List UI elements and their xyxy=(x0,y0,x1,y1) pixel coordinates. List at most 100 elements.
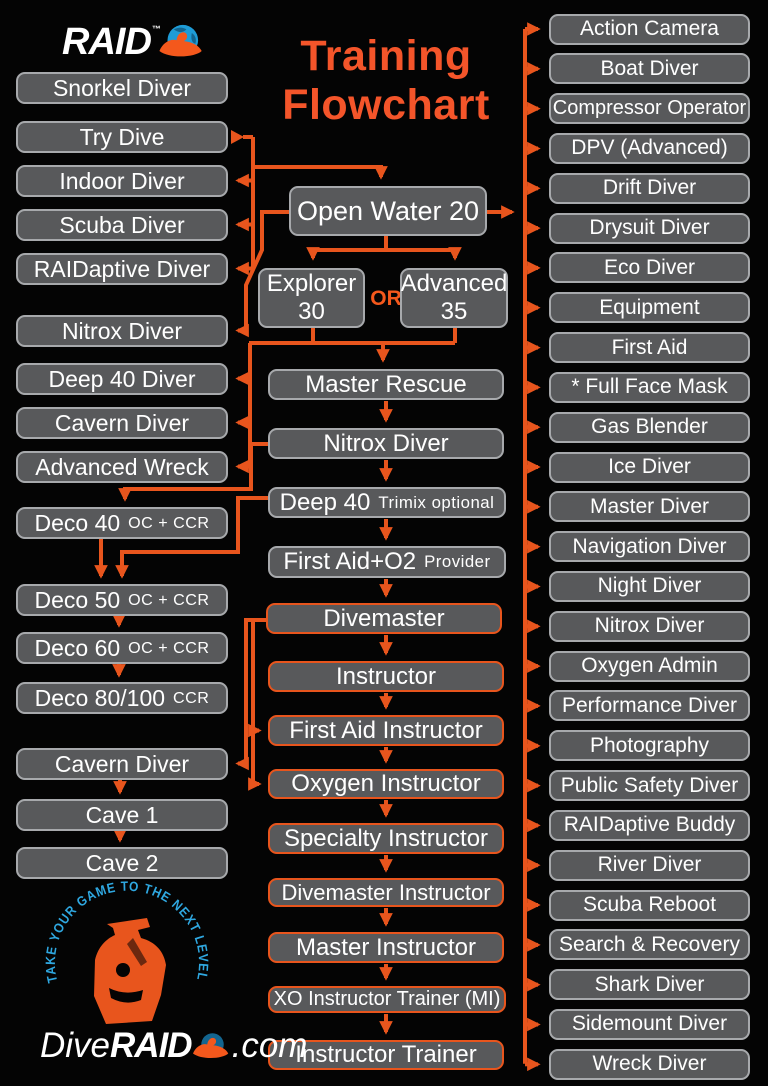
node-master-diver: Master Diver xyxy=(549,491,750,523)
node-indoor-diver: Indoor Diver xyxy=(16,165,228,197)
title-line-2: Flowchart xyxy=(282,80,490,129)
try-dive-out-arrowhead xyxy=(231,130,244,144)
node-label: Action Camera xyxy=(580,16,719,40)
node-sidemount-diver: Sidemount Diver xyxy=(549,1009,750,1040)
site-prefix: Dive xyxy=(40,1026,111,1065)
node-label: Drysuit Diver xyxy=(589,216,710,240)
node-cave-2: Cave 2 xyxy=(16,847,228,879)
node-nitrox-diver: Nitrox Diver xyxy=(16,315,228,347)
node-oxygen-admin: Oxygen Admin xyxy=(549,650,750,682)
node-label: River Diver xyxy=(597,853,702,877)
diver-silhouette xyxy=(94,918,166,1024)
node-label: * Full Face Mask xyxy=(571,375,728,399)
node-snorkel-diver: Snorkel Diver xyxy=(16,72,228,104)
node-sublabel: OC + CCR xyxy=(128,638,210,657)
node-divemaster: Divemaster xyxy=(266,603,502,634)
node-drysuit-diver: Drysuit Diver xyxy=(549,212,750,244)
node-xo-instructor-trainer-mi: XO Instructor Trainer (MI) xyxy=(268,986,506,1013)
node-oxygen-instructor: Oxygen Instructor xyxy=(268,769,504,799)
node-photography: Photography xyxy=(549,730,750,762)
node-label: RAIDaptive Buddy xyxy=(563,813,736,837)
node-instructor-trainer: Instructor Trainer xyxy=(268,1040,504,1070)
node-gas-blender: Gas Blender xyxy=(549,411,750,443)
node-cavern-diver: Cavern Diver xyxy=(16,407,228,439)
node-sublabel: CCR xyxy=(173,688,210,707)
node-cavern-diver: Cavern Diver xyxy=(16,748,228,780)
node-label: Nitrox Diver xyxy=(61,317,183,344)
node-scuba-reboot: Scuba Reboot xyxy=(549,889,750,921)
node-shark-diver: Shark Diver xyxy=(549,969,750,1001)
node-label: Deco 80/100 xyxy=(34,684,166,711)
node-sublabel: OC + CCR xyxy=(128,590,210,609)
node-label: Search & Recovery xyxy=(559,932,740,956)
node-label: Deep 40 xyxy=(279,488,371,516)
node-full-face-mask: * Full Face Mask xyxy=(549,371,750,403)
node-river-diver: River Diver xyxy=(549,849,750,881)
node-label: Scuba Diver xyxy=(59,211,185,238)
node-performance-diver: Performance Diver xyxy=(549,690,750,722)
node-label: Instructor Trainer xyxy=(295,1041,477,1069)
node-action-camera: Action Camera xyxy=(549,13,750,45)
node-label: XO Instructor Trainer (MI) xyxy=(273,988,501,1010)
node-first-aid-instructor: First Aid Instructor xyxy=(268,715,504,746)
node-advanced-35: Advanced 35 xyxy=(400,268,508,328)
node-label: Photography xyxy=(589,733,710,757)
site-brand: RAID xyxy=(110,1026,193,1065)
node-label: Master Rescue xyxy=(305,370,467,398)
node-label: Drift Diver xyxy=(602,176,697,200)
node-public-safety-diver: Public Safety Diver xyxy=(549,770,750,802)
node-first-aid: First Aid xyxy=(549,332,750,364)
node-label: Nitrox Diver xyxy=(594,614,705,638)
node-scuba-diver: Scuba Diver xyxy=(16,209,228,241)
take-your-game-badge: TAKE YOUR GAME TO THE NEXT LEVEL xyxy=(37,878,217,1045)
node-label: Navigation Diver xyxy=(572,534,727,558)
node-master-instructor: Master Instructor xyxy=(268,932,504,963)
node-label: Advanced Wreck xyxy=(35,453,209,480)
node-label: Deco 60 xyxy=(34,634,121,661)
node-label: First Aid Instructor xyxy=(289,716,483,744)
node-raidaptive-diver: RAIDaptive Diver xyxy=(16,253,228,285)
node-search-recovery: Search & Recovery xyxy=(549,929,750,961)
node-equipment: Equipment xyxy=(549,292,750,324)
trademark: ™ xyxy=(151,24,161,34)
node-label: Cavern Diver xyxy=(54,409,190,436)
node-label: Oxygen Instructor xyxy=(291,770,481,798)
node-label: Nitrox Diver xyxy=(323,429,449,457)
node-wreck-diver: Wreck Diver xyxy=(549,1048,750,1080)
page-title: Training Flowchart xyxy=(244,32,528,129)
node-label: Specialty Instructor xyxy=(283,824,489,852)
node-master-rescue: Master Rescue xyxy=(268,369,504,400)
node-label: Master Diver xyxy=(589,494,710,518)
node-advanced-wreck: Advanced Wreck xyxy=(16,451,228,483)
node-label: First Aid xyxy=(611,335,688,359)
node-label: Shark Diver xyxy=(594,972,705,996)
node-sublabel: OC + CCR xyxy=(128,513,210,532)
site-diver-icon xyxy=(192,1033,228,1059)
node-label: Divemaster xyxy=(323,604,445,632)
node-night-diver: Night Diver xyxy=(549,570,750,602)
node-label: DPV (Advanced) xyxy=(571,136,728,160)
node-label: Eco Diver xyxy=(603,255,696,279)
raid-logo-text: RAID xyxy=(62,20,152,63)
node-deco-60: Deco 60 OC + CCR xyxy=(16,632,228,664)
node-label: Indoor Diver xyxy=(59,167,185,194)
node-label: Scuba Reboot xyxy=(582,893,717,916)
node-label: Advanced 35 xyxy=(400,270,508,325)
node-label: Wreck Diver xyxy=(592,1052,707,1076)
node-label: Equipment xyxy=(599,295,700,319)
node-label: Snorkel Diver xyxy=(52,74,192,101)
node-specialty-instructor: Specialty Instructor xyxy=(268,823,504,854)
node-nitrox-diver: Nitrox Diver xyxy=(549,610,750,642)
node-label: Night Diver xyxy=(597,574,702,598)
node-boat-diver: Boat Diver xyxy=(549,53,750,85)
node-instructor: Instructor xyxy=(268,661,504,692)
node-divemaster-instructor: Divemaster Instructor xyxy=(268,878,504,907)
node-label: Compressor Operator xyxy=(552,97,747,120)
